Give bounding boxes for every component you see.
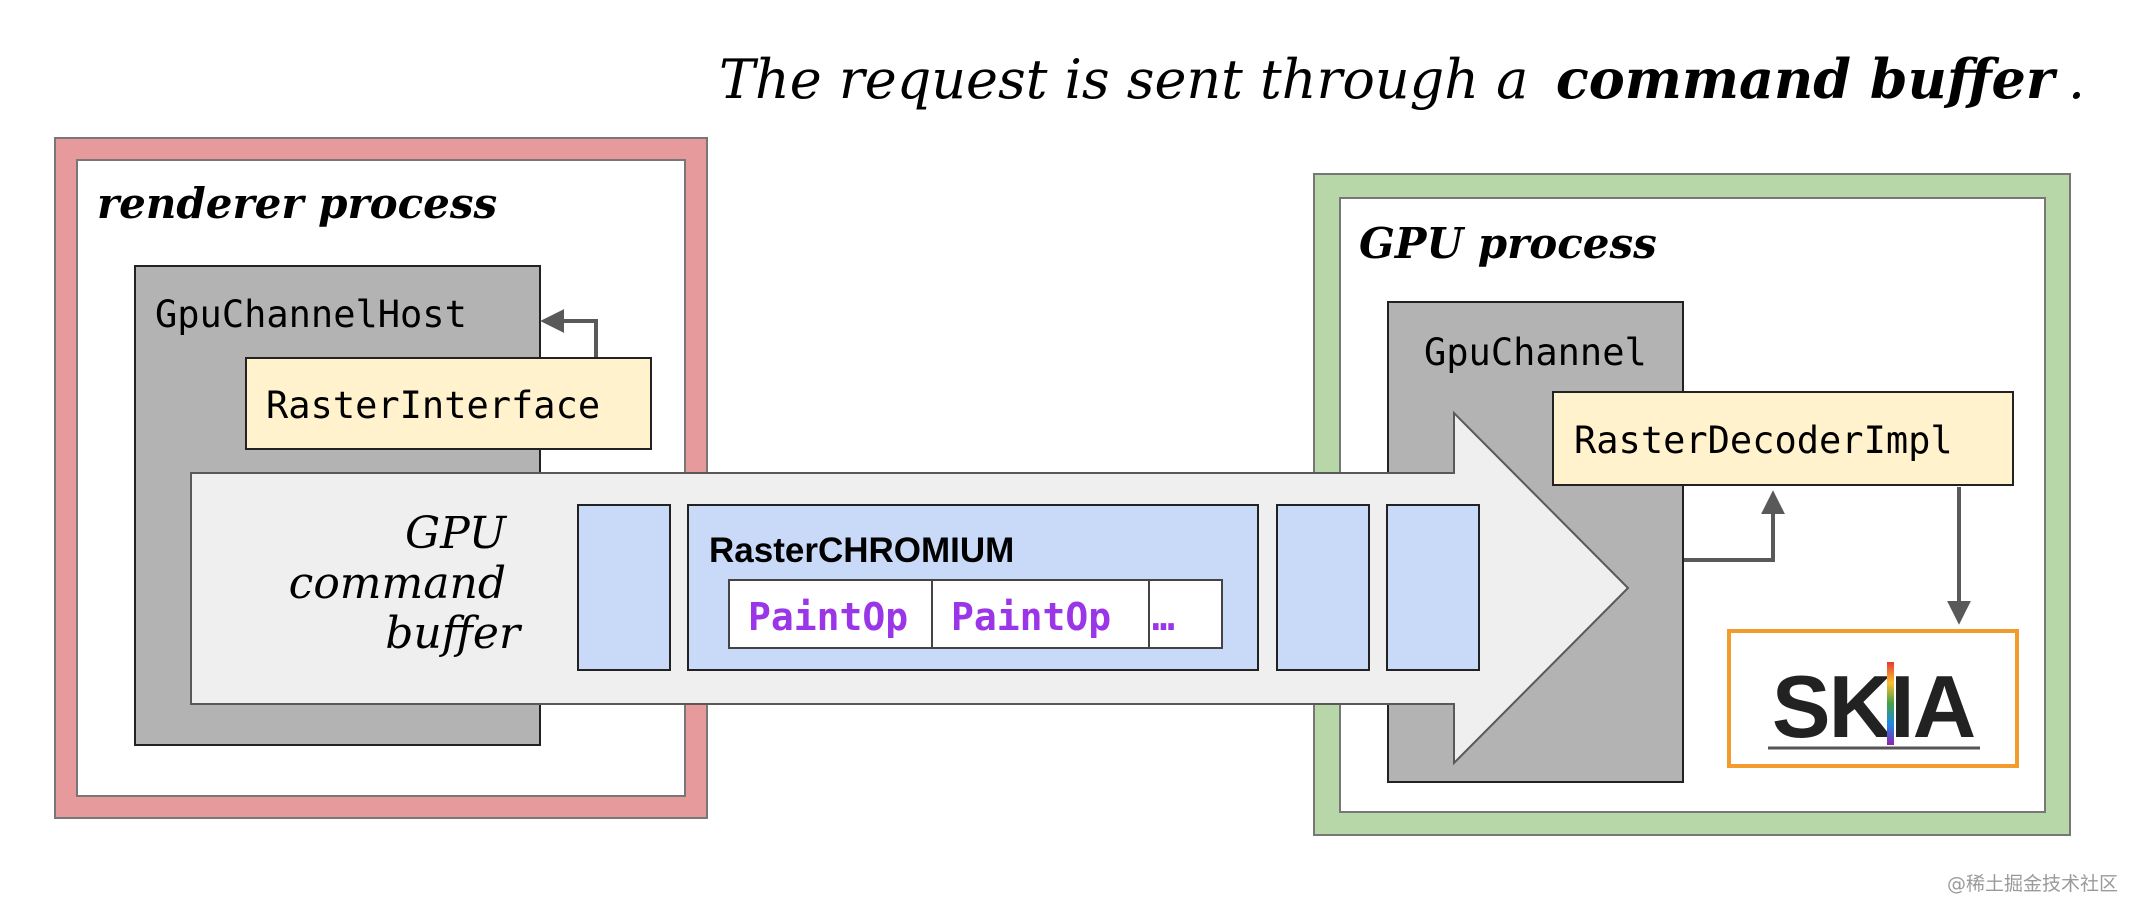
gpu-channel-label: GpuChannel	[1424, 331, 1647, 374]
skia-stripe-icon	[1887, 662, 1894, 745]
raster-chromium-label: RasterCHROMIUM	[709, 531, 1014, 570]
raster-decoder-impl-box	[1552, 391, 2014, 486]
command-buffer-label-line-3: buffer	[385, 608, 523, 659]
command-buffer-label-line-2: command	[289, 558, 506, 609]
ops-more-label: …	[1152, 595, 1175, 639]
diagram-title: The request is sent through a command bu…	[719, 47, 2085, 111]
skia-logo-frame	[1727, 629, 2019, 768]
skia-logo-text: SKIA	[1772, 657, 1975, 756]
renderer-process-label: renderer process	[97, 179, 497, 228]
command-buffer-label-line-1: GPU	[405, 508, 508, 559]
paint-op-box	[931, 579, 1150, 649]
gpu-process-label: GPU process	[1359, 219, 1657, 268]
channel-to-decoder-connector	[1684, 490, 1785, 562]
paint-op-label: PaintOp	[748, 595, 908, 639]
buffer-cell	[1276, 504, 1370, 671]
raster-interface-label: RasterInterface	[266, 384, 600, 427]
title-prefix: The request is sent through a	[719, 48, 1528, 111]
title-suffix: .	[2068, 48, 2085, 111]
interface-to-host-connector	[540, 309, 598, 357]
watermark: @稀土掘金技术社区	[1947, 873, 2118, 895]
gpu-channel-host-label: GpuChannelHost	[155, 293, 467, 336]
raster-interface-box	[245, 357, 652, 450]
buffer-cell	[577, 504, 671, 671]
command-buffer-label: GPU command buffer	[289, 508, 523, 659]
paint-op-label: PaintOp	[951, 595, 1111, 639]
buffer-cell	[1386, 504, 1480, 671]
raster-decoder-impl-label: RasterDecoderImpl	[1574, 419, 1953, 462]
skia-logo: SKIA	[1727, 629, 2019, 768]
title-emphasis: command buffer	[1556, 47, 2058, 111]
